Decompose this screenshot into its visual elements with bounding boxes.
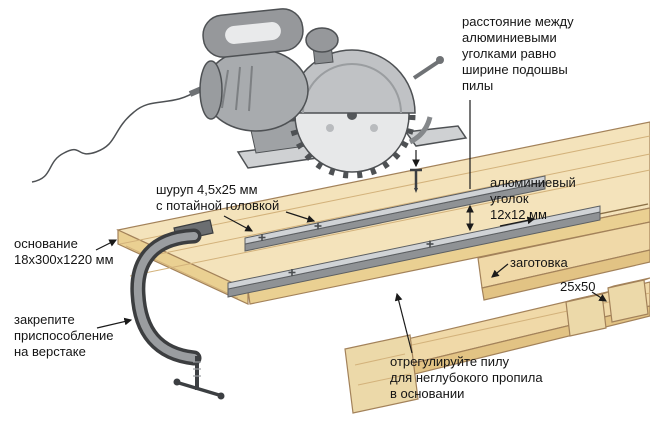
leader-clamp bbox=[96, 317, 133, 329]
bottom-board-grain-line bbox=[379, 292, 650, 353]
workpiece-board-edge bbox=[481, 249, 650, 301]
lever-knob bbox=[436, 56, 444, 64]
screw-icon bbox=[410, 168, 422, 193]
end-grain-line bbox=[354, 353, 406, 366]
motor-vent bbox=[221, 69, 229, 109]
batten-25x50-upper-end bbox=[607, 279, 649, 323]
label-workpiece-note: заготовка bbox=[510, 255, 568, 270]
motor-vent bbox=[248, 65, 253, 112]
clamp-handle-ball bbox=[217, 392, 225, 400]
blade-guard bbox=[288, 49, 416, 114]
leader-batten bbox=[591, 291, 607, 302]
aluminum-angle-upper-top bbox=[244, 175, 546, 245]
label-batten-size: 25х50 bbox=[560, 279, 596, 294]
blade-hole bbox=[326, 124, 334, 132]
batten-25x50-lower-end bbox=[565, 293, 607, 337]
angle-screw-mark bbox=[288, 269, 296, 276]
angle-screw-mark bbox=[314, 222, 322, 230]
label-adjust-note: отрегулируйте пилу для неглубокого пропи… bbox=[390, 354, 543, 402]
lower-guard-handle bbox=[408, 116, 433, 145]
label-clamp-note: закрепите приспособление на верстаке bbox=[14, 312, 114, 360]
blade-hole bbox=[370, 124, 378, 132]
clamp-handle-ball bbox=[173, 378, 181, 386]
front-knob bbox=[305, 27, 339, 53]
leader-adjust bbox=[394, 292, 413, 354]
depth-lever bbox=[412, 60, 440, 80]
annotations bbox=[95, 100, 607, 354]
power-cord bbox=[31, 89, 199, 183]
angle-screw-mark bbox=[426, 240, 434, 248]
label-angle-note: алюминиевый уголок 12х12 мм bbox=[490, 175, 576, 223]
aluminum-angle-lower-top bbox=[227, 205, 601, 290]
motor-end-cap bbox=[199, 60, 223, 120]
label-base-note: основание 18х300х1220 мм bbox=[14, 236, 114, 268]
handle-grip-hole bbox=[225, 22, 281, 44]
leader-screw-1 bbox=[223, 215, 254, 232]
aluminum-angles bbox=[227, 175, 601, 298]
leader-screw-2 bbox=[285, 211, 316, 223]
end-grain-line bbox=[357, 373, 411, 386]
clamp-frame bbox=[133, 232, 198, 362]
motor-vent bbox=[235, 66, 241, 111]
c-clamp bbox=[130, 219, 225, 400]
angle-screw-mark bbox=[258, 234, 266, 241]
base-grain-line bbox=[139, 153, 650, 259]
saw-shoe-right bbox=[404, 125, 468, 147]
label-distance-note: расстояние между алюминиевыми уголками р… bbox=[462, 14, 574, 94]
circular-saw bbox=[31, 8, 468, 183]
workpiece-board-top bbox=[477, 221, 650, 289]
bottom-board-end bbox=[344, 334, 419, 414]
clamp-t-handle bbox=[178, 381, 220, 397]
leader-angle bbox=[499, 216, 536, 227]
leader-base bbox=[95, 239, 118, 251]
label-screw-note: шуруп 4,5х25 мм с потайной головкой bbox=[156, 182, 280, 214]
leader-workpiece bbox=[491, 263, 509, 278]
screw-tip bbox=[414, 188, 418, 193]
base-grain-line bbox=[129, 169, 650, 277]
